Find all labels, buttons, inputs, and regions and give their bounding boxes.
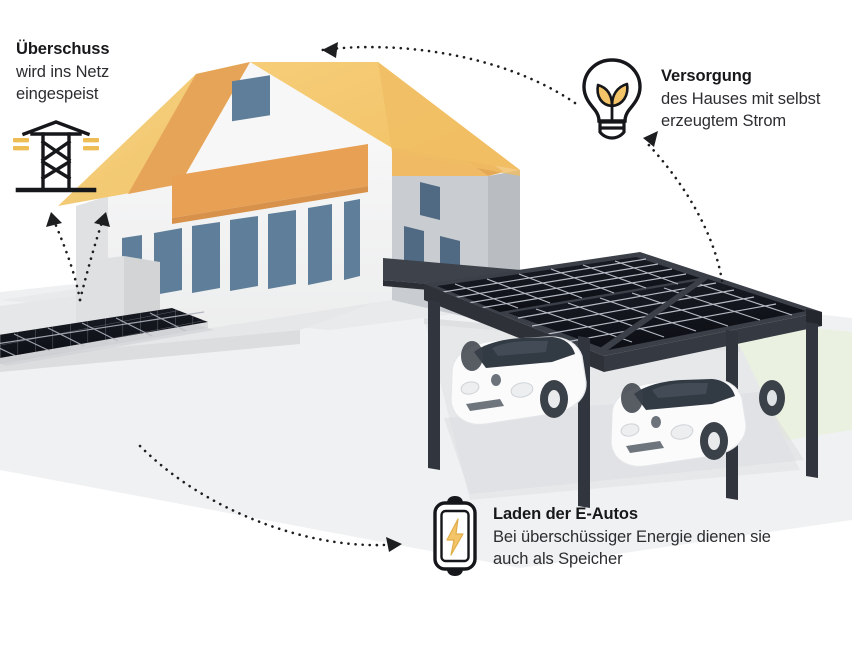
gable-window [232, 75, 270, 122]
battery-bolt-icon [433, 496, 477, 576]
callout-charge-title: Laden der E-Autos [493, 505, 638, 523]
car-left-wheel-rear [461, 341, 483, 371]
bulb-base [598, 120, 626, 140]
bulb-leaves [596, 82, 629, 120]
house-roof-ridge-face [128, 62, 250, 194]
car-left [450, 336, 587, 426]
battery-terminal-top [447, 496, 463, 503]
callout-grid-title: Überschuss [16, 40, 110, 58]
arrowhead-battery [386, 537, 402, 552]
callout-charge-line2: auch als Speicher [493, 550, 623, 569]
flow-arrowheads [46, 42, 658, 552]
transmission-tower-icon [13, 120, 99, 193]
arrowhead-pylon-right [94, 212, 110, 227]
callout-house-supply: Versorgung des Hauses mit selbst erzeugt… [661, 65, 820, 132]
callout-ev-charging: Laden der E-Autos Bei überschüssiger Ene… [493, 503, 771, 570]
arrowhead-bulb [643, 131, 658, 147]
dotted-arrow-to-bulb [644, 140, 725, 290]
balcony-band [172, 144, 368, 218]
callout-grid-feed-in: Überschuss wird ins Netz eingespeist [16, 38, 110, 105]
callout-supply-line1: des Hauses mit selbst [661, 90, 821, 109]
bolt-glyph [446, 518, 464, 556]
arrowhead-house [322, 42, 338, 58]
wing-window-lower-a [404, 226, 424, 266]
car-right [610, 378, 747, 468]
dotted-arrow-to-battery [138, 444, 400, 547]
callout-supply-title: Versorgung [661, 67, 752, 85]
callout-grid-line2: eingespeist [16, 85, 99, 104]
wing-window-upper [420, 182, 440, 220]
callout-supply-line2: erzeugtem Strom [661, 112, 787, 131]
callout-grid-line1: wird ins Netz [16, 63, 110, 82]
battery-terminal-bottom [447, 569, 463, 576]
callout-charge-line1: Bei überschüssiger Energie dienen sie [493, 528, 771, 547]
house-annex [76, 256, 124, 322]
carport-solar-panels [437, 257, 806, 350]
arrowhead-pylon-left [46, 212, 62, 227]
lightbulb-leaf-icon [582, 58, 642, 140]
pylon-insulators [13, 138, 99, 151]
car-right-wheel-rear [621, 383, 643, 413]
ground-solar-array [0, 308, 214, 366]
